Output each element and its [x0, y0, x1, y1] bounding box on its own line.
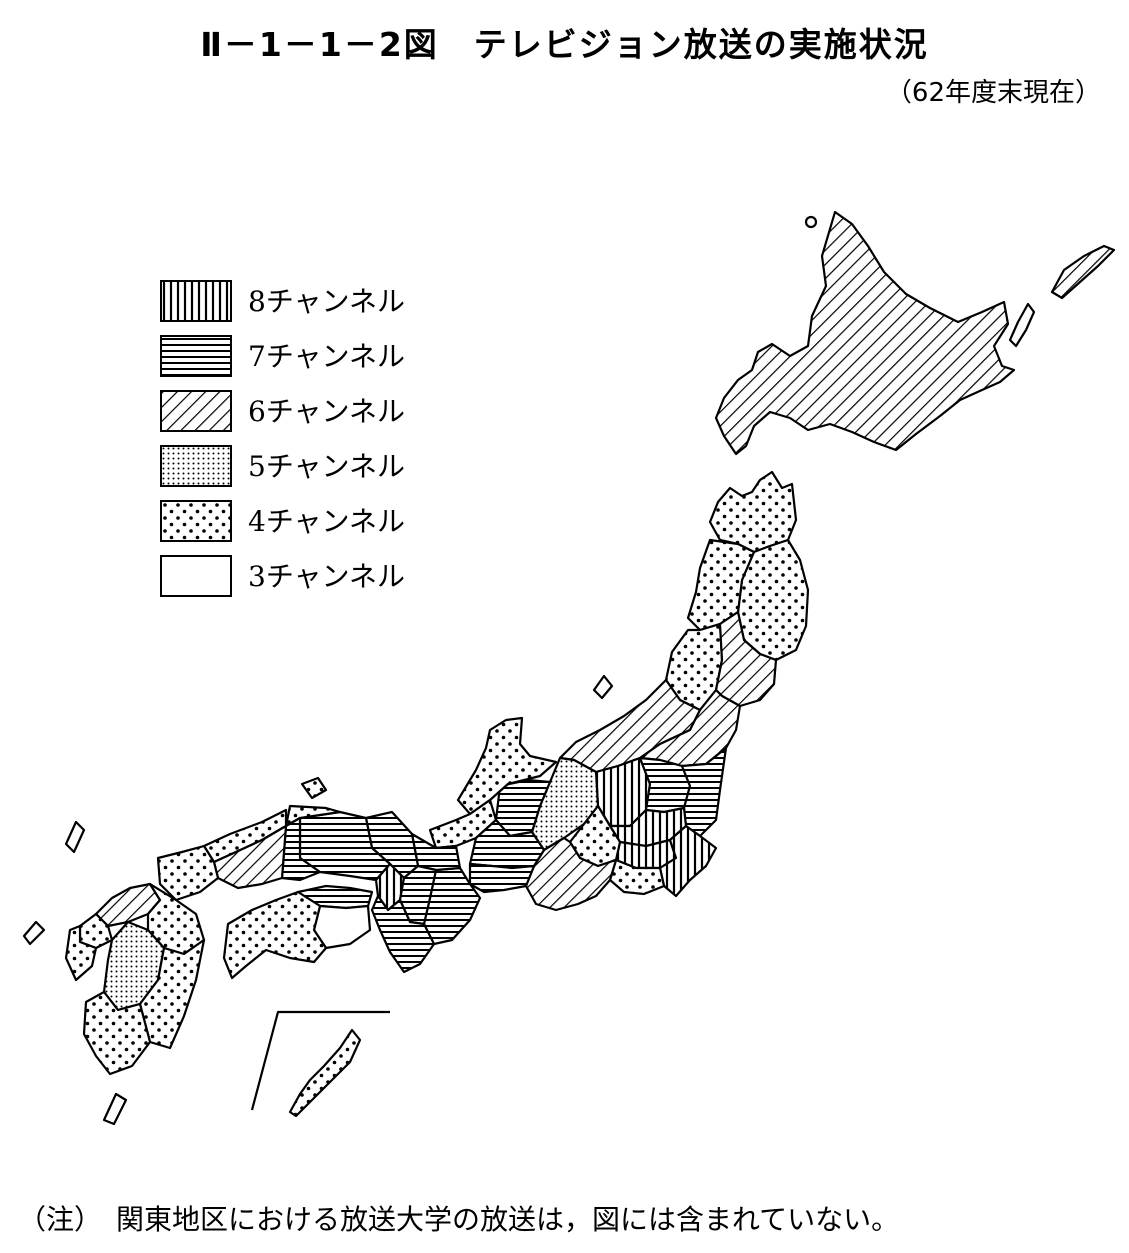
- figure-subtitle: （62年度末現在）: [885, 78, 1101, 108]
- region-chiba: [658, 824, 718, 898]
- region-hiroshima: [212, 824, 288, 890]
- region-ishikawa: [456, 716, 558, 816]
- island-rishiri: [804, 215, 818, 229]
- region-aichi: [468, 862, 536, 894]
- legend-swatch-diagonal-lines: [160, 390, 232, 432]
- island-sado: [592, 674, 614, 700]
- region-shizuoka: [524, 836, 618, 912]
- inset-frame: [250, 1010, 390, 1111]
- region-ehime: [222, 890, 328, 980]
- legend-swatch-horizontal-lines: [160, 335, 232, 377]
- legend-swatch-vertical-lines: [160, 280, 232, 322]
- island-oki: [300, 776, 328, 800]
- legend-label: 6チャンネル: [248, 395, 405, 428]
- legend-swatch-coarse-dots: [160, 500, 232, 542]
- figure-title: Ⅱ－1－1－2図 テレビジョン放送の実施状況: [200, 25, 929, 64]
- island-goto: [22, 920, 46, 946]
- region-hokkaido: [714, 210, 1016, 456]
- japan-map: [22, 210, 1116, 1126]
- island-kuril: [1050, 244, 1116, 300]
- region-ibaraki: [680, 746, 728, 838]
- region-kagoshima: [82, 990, 152, 1076]
- region-okinawa: [288, 1028, 362, 1118]
- region-miyagi: [714, 610, 778, 708]
- legend-swatch-fine-dots: [160, 445, 232, 487]
- region-miyazaki: [138, 938, 206, 1050]
- region-nagasaki: [64, 924, 98, 982]
- footnote: （注） 関東地区における放送大学の放送は，図には含まれていない。: [18, 1203, 900, 1236]
- island-tanegashima: [102, 1092, 128, 1126]
- region-aomori: [708, 470, 798, 554]
- legend-label: 5チャンネル: [248, 450, 405, 483]
- legend-label: 4チャンネル: [248, 505, 405, 538]
- legend-swatch-blank: [160, 555, 232, 597]
- island-tsushima: [64, 820, 86, 854]
- region-wakayama: [370, 894, 436, 974]
- region-yamaguchi: [156, 844, 220, 902]
- legend-label: 3チャンネル: [248, 560, 405, 593]
- island-kunashiri: [1008, 302, 1036, 348]
- legend-label: 7チャンネル: [248, 340, 405, 373]
- region-kanagawa: [608, 858, 666, 896]
- legend-label: 8チャンネル: [248, 285, 405, 318]
